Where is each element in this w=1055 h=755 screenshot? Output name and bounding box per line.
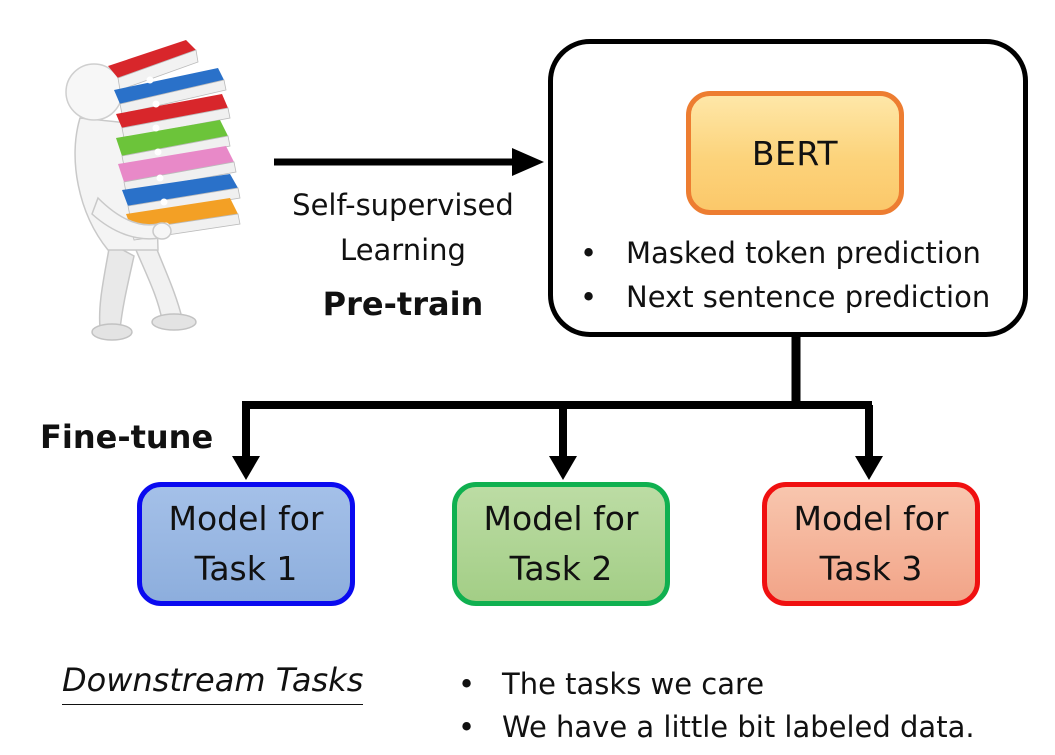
bert-label: BERT — [751, 133, 839, 173]
task-model-1: Model for Task 1 — [137, 482, 355, 606]
task-line-1: Model for — [793, 499, 949, 538]
task-line-1: Model for — [483, 499, 639, 538]
bert-bullet-2: • Next sentence prediction — [580, 280, 1020, 314]
bert-box: BERT — [686, 91, 904, 215]
bullet-icon: • — [458, 667, 476, 701]
arrowhead-task-1 — [232, 456, 260, 480]
bert-bullet-text: Masked token prediction — [626, 236, 981, 270]
bullet-icon: • — [580, 280, 598, 314]
pretrain-arrowhead — [512, 148, 544, 176]
downstream-note-2: • We have a little bit labeled data. — [458, 710, 975, 744]
bullet-icon: • — [580, 236, 598, 270]
task-model-3: Model for Task 3 — [762, 482, 980, 606]
downstream-tasks-label: Downstream Tasks — [62, 660, 364, 705]
arrowhead-task-3 — [855, 456, 883, 480]
task-line-2: Task 2 — [509, 549, 613, 588]
pretrain-title: Pre-train — [322, 285, 484, 323]
bert-bullet-1: • Masked token prediction — [580, 236, 1020, 270]
pretrain-caption-line-1: Self-supervised — [292, 188, 514, 222]
task-line-2: Task 1 — [194, 549, 298, 588]
downstream-note-1: • The tasks we care — [458, 667, 764, 701]
person-carrying-binders-icon — [65, 40, 241, 341]
bullet-icon: • — [458, 710, 476, 744]
downstream-note-text: We have a little bit labeled data. — [502, 710, 975, 744]
pretrain-caption-line-2: Learning — [340, 233, 466, 267]
arrowhead-task-2 — [549, 456, 577, 480]
task-model-2: Model for Task 2 — [452, 482, 670, 606]
task-line-1: Model for — [168, 499, 324, 538]
finetune-label: Fine-tune — [40, 418, 214, 456]
downstream-note-text: The tasks we care — [502, 667, 765, 701]
task-line-2: Task 3 — [819, 549, 923, 588]
bert-bullet-text: Next sentence prediction — [626, 280, 991, 314]
